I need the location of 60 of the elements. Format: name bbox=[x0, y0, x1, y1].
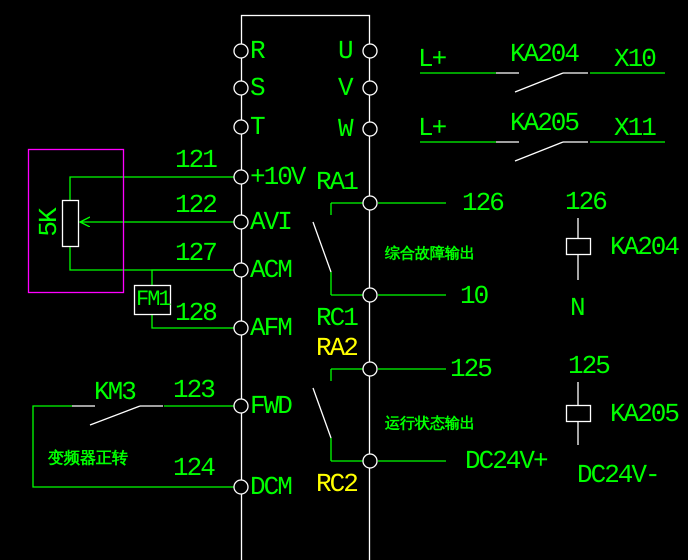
wire-label: 126 bbox=[446, 188, 506, 218]
wire-label: L+ bbox=[418, 45, 455, 73]
wire bbox=[577, 429, 579, 445]
wire bbox=[590, 141, 665, 143]
wire-label: X10 bbox=[612, 45, 667, 73]
wire bbox=[378, 460, 446, 462]
terminal: R bbox=[234, 37, 274, 65]
terminal: T bbox=[234, 113, 274, 141]
wire bbox=[577, 218, 579, 232]
wire-label: DC24V- bbox=[575, 445, 675, 491]
note-text: 运行状态输出 bbox=[385, 414, 475, 433]
terminal: RC1 bbox=[312, 287, 378, 333]
wire bbox=[378, 202, 446, 204]
note-text: 变频器正转 bbox=[48, 448, 128, 469]
wire bbox=[577, 262, 579, 280]
wire bbox=[577, 382, 579, 399]
wire-label: X11 bbox=[612, 114, 667, 142]
wire-label: 126 bbox=[565, 186, 609, 218]
terminal: RC2 bbox=[312, 453, 378, 499]
wire-label: 125 bbox=[446, 354, 496, 384]
relay-coil: KA204 bbox=[566, 232, 688, 262]
wire bbox=[330, 438, 332, 453]
wire bbox=[164, 405, 234, 407]
terminal: S bbox=[234, 74, 274, 102]
meter-box: FM1 bbox=[134, 285, 171, 315]
terminal: AVI bbox=[234, 208, 294, 236]
wire-label: L+ bbox=[418, 114, 455, 142]
relay-coil: KA205 bbox=[566, 399, 688, 429]
wire-label: 125 bbox=[568, 350, 614, 382]
wire bbox=[79, 216, 234, 228]
wire bbox=[420, 141, 496, 143]
terminal: DCM bbox=[234, 473, 294, 501]
wire bbox=[151, 269, 234, 285]
terminal: W bbox=[335, 115, 378, 143]
note-text: 综合故障输出 bbox=[385, 244, 475, 263]
wire bbox=[330, 211, 332, 215]
wire bbox=[69, 176, 234, 200]
wire bbox=[330, 272, 332, 287]
terminal: +10V bbox=[234, 163, 314, 191]
terminal: RA1 bbox=[312, 168, 378, 211]
wire bbox=[378, 368, 446, 370]
wire bbox=[590, 72, 665, 74]
terminal: AFM bbox=[234, 314, 294, 342]
switch-contact: KA205 bbox=[496, 109, 590, 163]
wire bbox=[330, 377, 332, 381]
wire bbox=[378, 294, 446, 296]
wire bbox=[32, 405, 234, 488]
enclosure-box bbox=[28, 149, 124, 293]
terminal: V bbox=[335, 74, 378, 102]
terminal: FWD bbox=[234, 392, 294, 420]
wire bbox=[151, 315, 234, 329]
wire-label: N bbox=[568, 280, 590, 322]
wire-label: DC24V+ bbox=[446, 446, 566, 476]
switch-contact: KM3 bbox=[72, 378, 164, 428]
switch-contact: KA204 bbox=[496, 40, 590, 94]
wire bbox=[420, 72, 496, 74]
terminal: U bbox=[335, 37, 378, 65]
wire-label: 10 bbox=[446, 281, 486, 311]
terminal: ACM bbox=[234, 256, 294, 284]
terminal: RA2 bbox=[312, 334, 378, 377]
